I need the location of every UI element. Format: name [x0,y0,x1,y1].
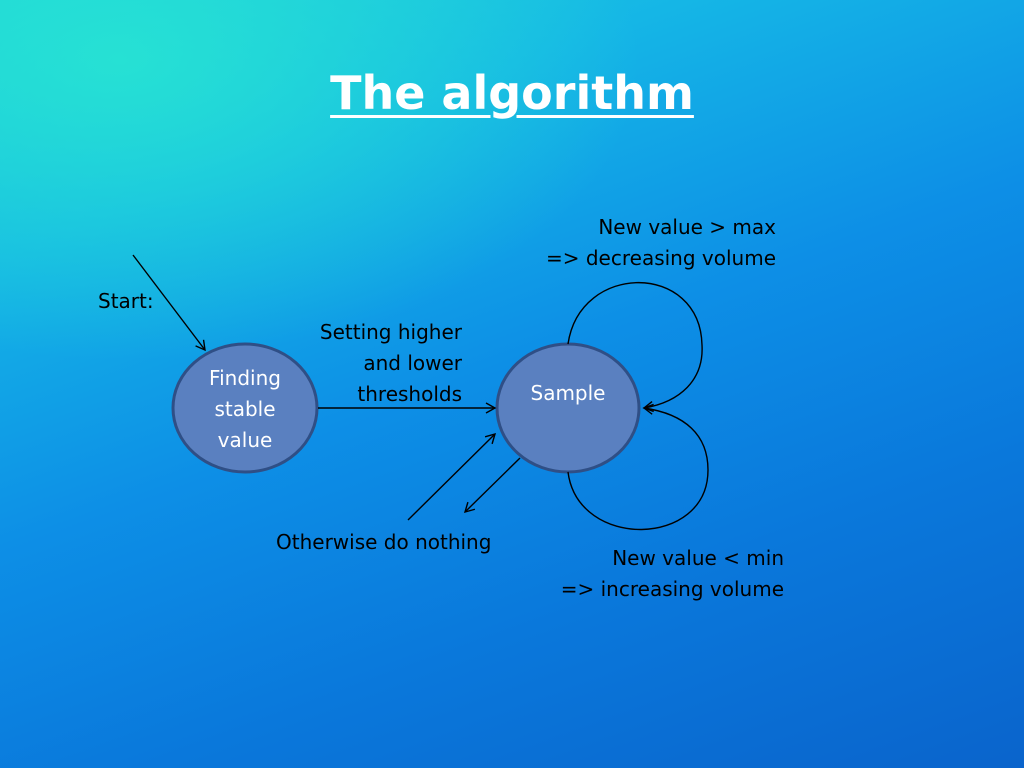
min-line-1: New value < min [612,546,784,570]
start-arrow [132,254,206,352]
max-line-1: New value > max [598,215,776,239]
min-transition-label: New value < min => increasing volume [528,543,784,605]
start-label: Start: [98,289,154,313]
finding-label-line-1: Finding [209,366,281,390]
sample-label: Sample [530,381,606,405]
loop-min-arrow [567,403,709,531]
thresholds-line-1: Setting higher [319,320,462,344]
otherwise-arrow-out [463,457,521,514]
finding-stable-value-label: Finding stable value [185,363,305,456]
thresholds-label: Setting higher and lower thresholds [300,317,462,410]
min-line-2: => increasing volume [560,577,784,601]
max-transition-label: New value > max => decreasing volume [520,212,776,274]
loop-max-arrow [567,282,703,413]
otherwise-label: Otherwise do nothing [276,530,492,554]
finding-label-line-2: stable [214,397,276,421]
thresholds-line-3: thresholds [357,382,462,406]
max-line-2: => decreasing volume [545,246,776,270]
slide-title: The algorithm [330,66,694,120]
node-finding-stable-value [171,342,319,474]
finding-label-line-3: value [217,428,273,452]
otherwise-arrow-in [407,432,497,521]
thresholds-line-2: and lower [363,351,462,375]
